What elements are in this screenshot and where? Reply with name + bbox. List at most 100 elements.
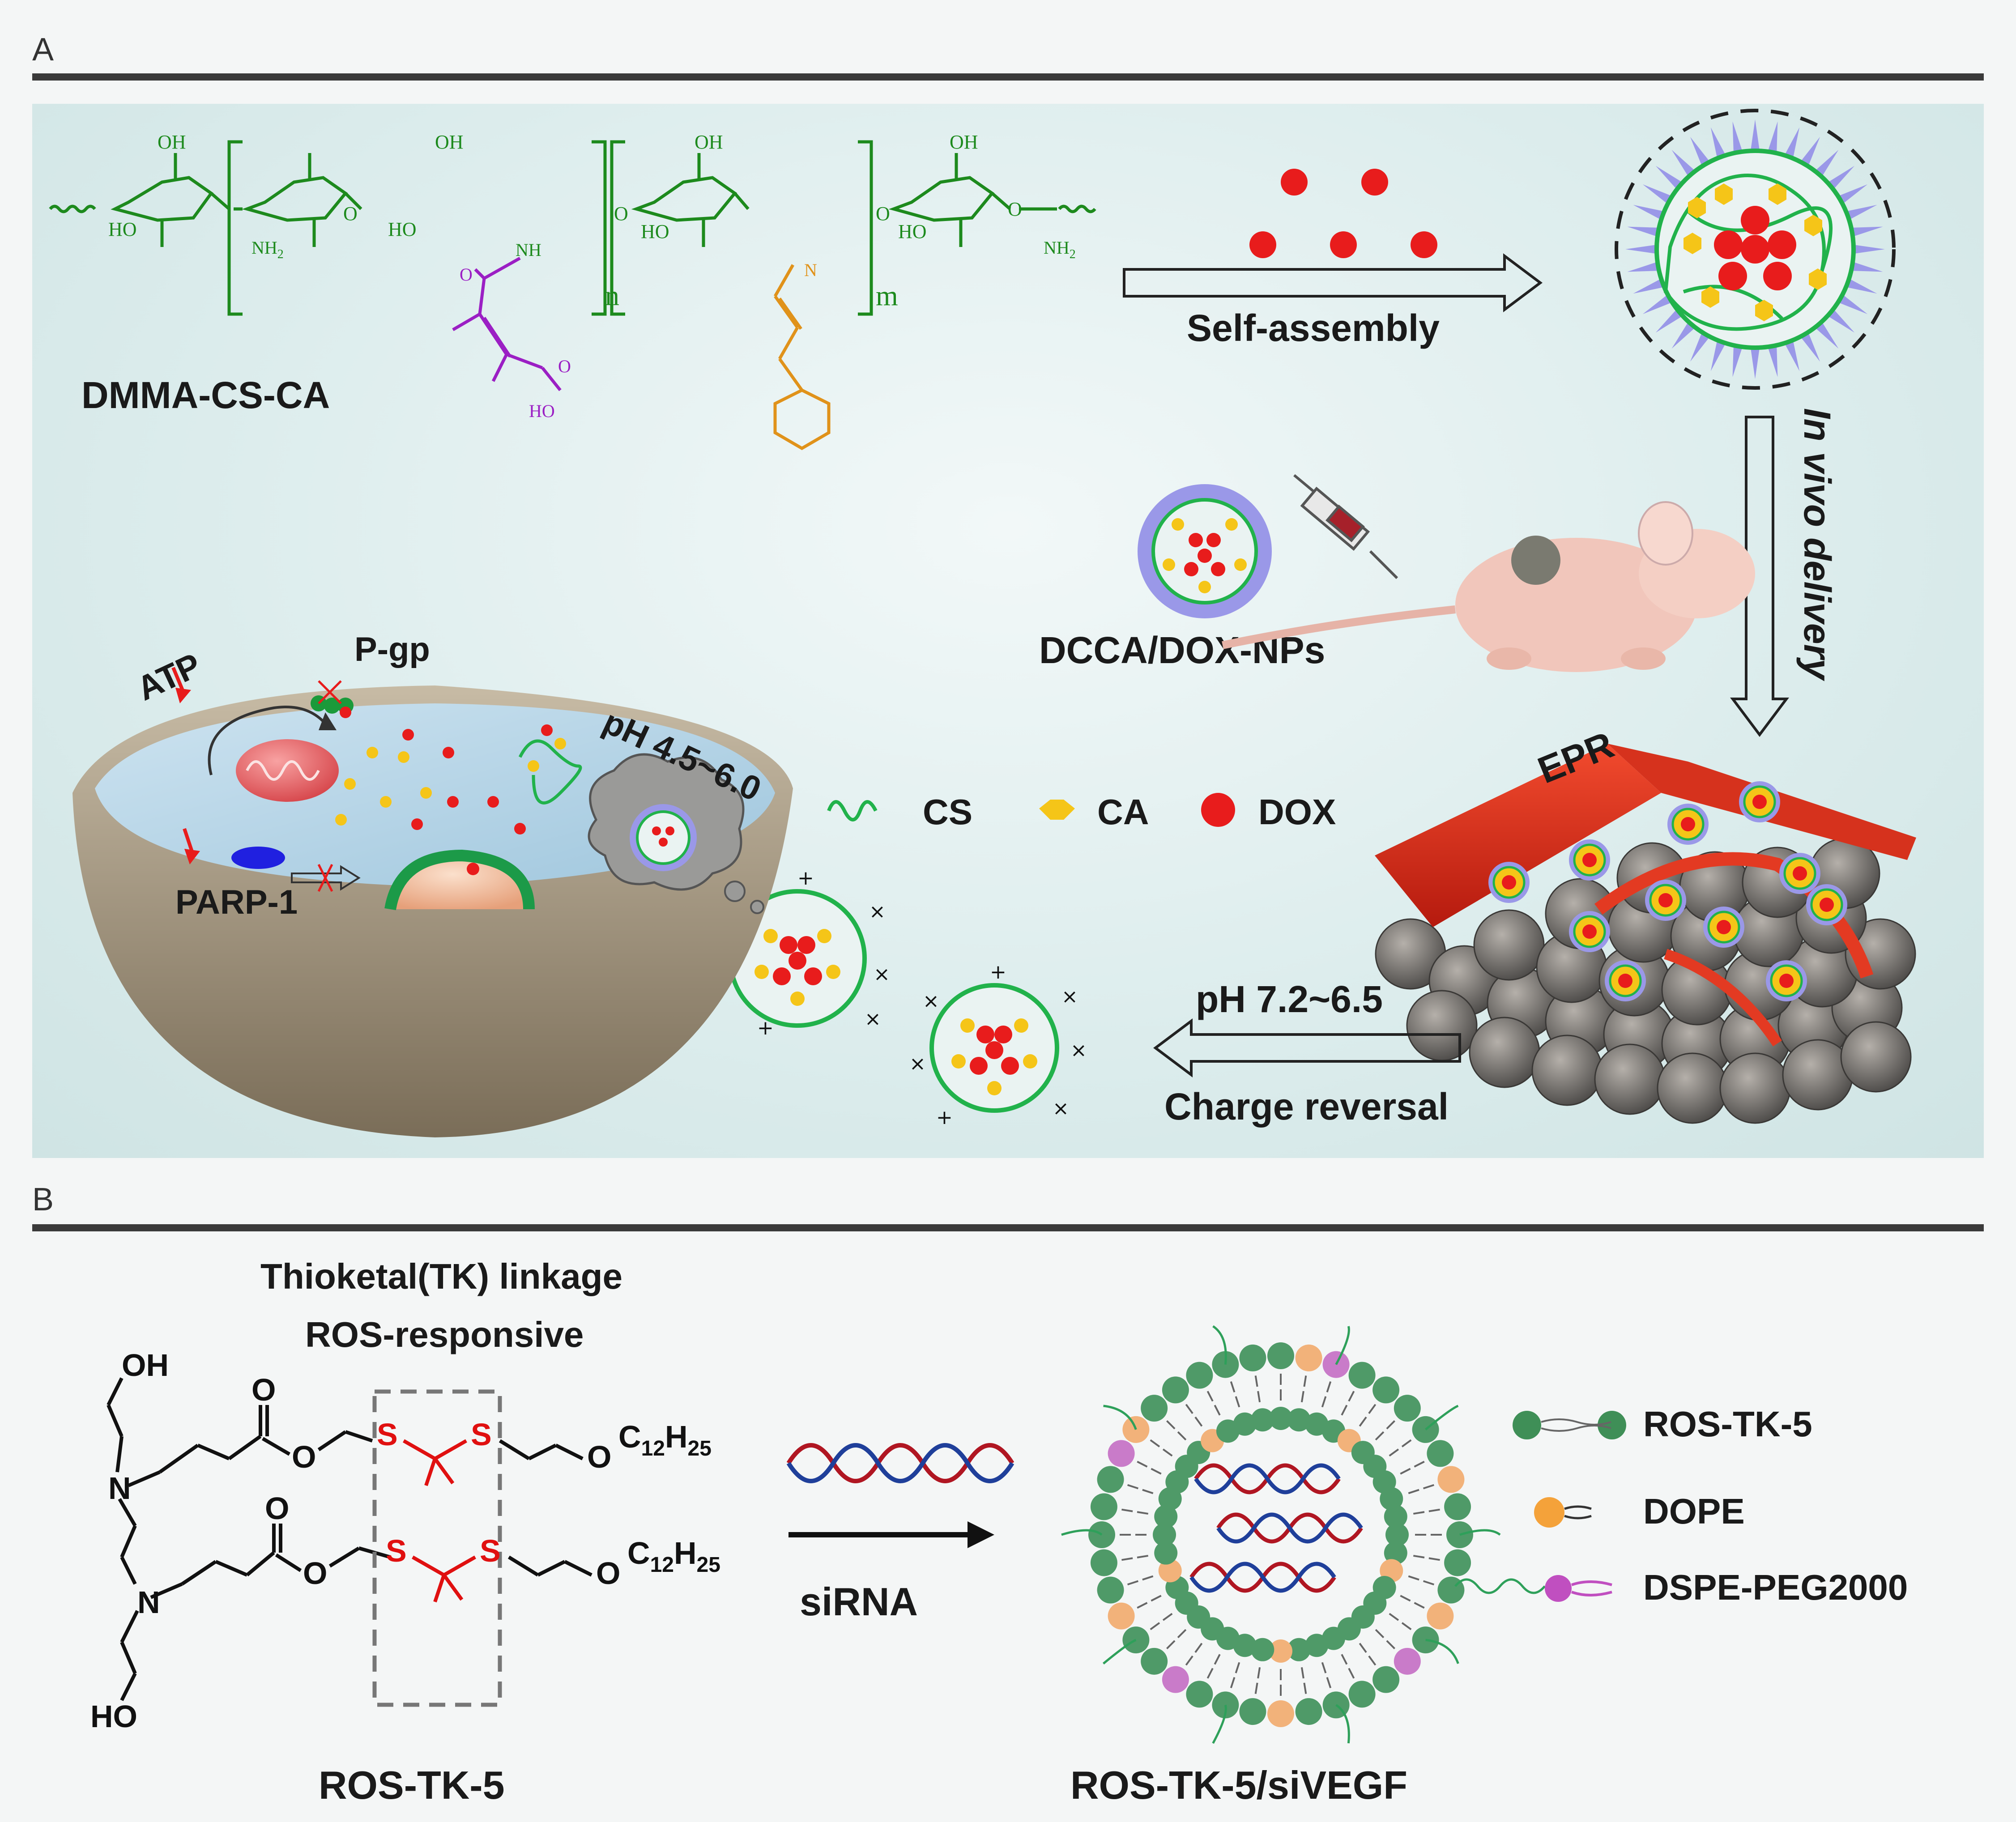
legend-cs-label: CS [923, 792, 972, 832]
svg-text:×: × [923, 990, 939, 1013]
ca-legend-icon [1039, 800, 1075, 820]
svg-text:+: + [757, 1017, 774, 1039]
svg-text:+: + [990, 961, 1006, 983]
o-label-3: O [876, 203, 890, 225]
dox-legend-icon [1201, 793, 1235, 827]
svg-text:×: × [865, 1008, 881, 1030]
legend-ros-tk5-label: ROS-TK-5 [1643, 1404, 1812, 1444]
svg-text:+: + [797, 867, 814, 890]
svg-text:×: × [1061, 985, 1078, 1008]
nanoparticle-large [1615, 109, 1896, 390]
structure-labels: OH N O O S S O C12H25 N O O S S O C12H25… [90, 1348, 720, 1734]
legend-a: CS CA DOX [827, 792, 1336, 832]
sirna-label: siRNA [800, 1579, 918, 1624]
charged-nanoparticle-1: + × × × × × + [909, 961, 1087, 1129]
svg-text:O: O [303, 1556, 327, 1591]
svg-text:S: S [377, 1417, 398, 1452]
panel-a: OH HO NH2 O OH HO NH n O OH HO N m O OH … [32, 104, 1984, 1158]
polymer-structure [49, 140, 1096, 316]
svg-text:×: × [1053, 1097, 1069, 1120]
svg-text:HO: HO [90, 1699, 137, 1734]
nanoparticle-small [1138, 484, 1272, 618]
in-vivo-delivery-arrow [1730, 416, 1789, 737]
svg-text:×: × [869, 900, 886, 923]
svg-text:HO: HO [529, 401, 555, 421]
parp-label: PARP-1 [175, 883, 298, 921]
svg-text:×: × [1070, 1039, 1087, 1062]
o-label-1: O [343, 203, 358, 225]
ho-label-3: HO [641, 221, 669, 243]
svg-text:C12H25: C12H25 [618, 1419, 712, 1460]
legend-dope-label: DOPE [1643, 1491, 1745, 1531]
legend-dspe-peg-label: DSPE-PEG2000 [1643, 1567, 1908, 1607]
panel-a-label: A [32, 32, 54, 68]
dmma-side-chain [452, 256, 562, 392]
ca-side-chain [773, 264, 831, 451]
tk-linkage-box [372, 1389, 502, 1707]
thioketal-core [403, 1439, 476, 1603]
panel-b-rule [32, 1224, 1984, 1231]
reaction-arrow [788, 1521, 994, 1548]
subscript-n: n [605, 280, 619, 311]
product-name: ROS-TK-5/siVEGF [1070, 1763, 1407, 1807]
ros-tk5-legend-icon [1513, 1411, 1626, 1439]
cs-legend-icon [827, 800, 878, 822]
ho-label-4: HO [898, 221, 927, 243]
subscript-m: m [876, 280, 898, 311]
sirna-helix-icon [786, 1443, 1014, 1483]
mouse-icon [1222, 501, 1755, 672]
ho-label-2: HO [388, 218, 417, 240]
svg-text:N: N [137, 1585, 160, 1620]
svg-text:O: O [587, 1439, 611, 1474]
svg-text:+: + [936, 1106, 953, 1129]
svg-text:×: × [909, 1052, 926, 1075]
svg-text:OH: OH [122, 1348, 169, 1383]
charged-nanoparticle-2: +×××××+ [721, 867, 890, 1039]
svg-text:O: O [292, 1439, 316, 1474]
svg-text:O: O [460, 264, 473, 285]
o-label-4: O [1008, 198, 1022, 220]
panel-b: Thioketal(TK) linkage ROS-responsive OH … [32, 1248, 1984, 1817]
dox-dots [1249, 169, 1437, 258]
ros-tk5-structure [107, 1377, 592, 1701]
backbone-labels: OH HO NH2 O OH HO NH n O OH HO N m O OH … [108, 131, 1076, 311]
legend-dox-label: DOX [1258, 792, 1336, 832]
oh-label-2: OH [435, 131, 464, 153]
self-assembly-label: Self-assembly [1187, 307, 1440, 349]
dmma-labels: O O HO [460, 264, 571, 421]
linkage-title-1: Thioketal(TK) linkage [260, 1256, 622, 1296]
svg-text:S: S [471, 1417, 492, 1452]
legend-ca-label: CA [1097, 792, 1149, 832]
svg-text:O: O [251, 1372, 276, 1407]
self-assembly-arrow [1123, 253, 1543, 312]
dspe-peg-legend-icon [1454, 1575, 1612, 1602]
svg-text:S: S [386, 1533, 407, 1568]
svg-text:C12H25: C12H25 [627, 1536, 720, 1577]
compound-name: ROS-TK-5 [319, 1763, 505, 1807]
panel-a-rule [32, 73, 1984, 81]
svg-text:S: S [480, 1533, 501, 1568]
polymer-name: DMMA-CS-CA [81, 374, 330, 416]
nh2-label-2: NH2 [1044, 238, 1076, 261]
ph-neutral-label: pH 7.2~6.5 [1196, 978, 1383, 1020]
svg-text:O: O [265, 1491, 289, 1526]
n-label: N [804, 260, 817, 280]
svg-text:×: × [874, 963, 890, 986]
tumor-tissue [1375, 744, 1916, 1124]
liposome [1061, 1325, 1501, 1744]
svg-text:N: N [108, 1471, 131, 1506]
in-vivo-delivery-label: In vivo delivery [1796, 408, 1838, 681]
svg-text:O: O [558, 356, 571, 376]
charge-reversal-arrow [1153, 1018, 1461, 1077]
nh-label: NH [516, 240, 541, 260]
o-label-2: O [614, 203, 628, 225]
panel-b-svg: Thioketal(TK) linkage ROS-responsive OH … [90, 1256, 1908, 1807]
linkage-title-2: ROS-responsive [305, 1315, 584, 1354]
syringe-icon [1293, 474, 1398, 579]
svg-text:O: O [596, 1556, 620, 1591]
oh-label-3: OH [695, 131, 723, 153]
panel-b-label: B [32, 1182, 54, 1218]
ho-label-1: HO [108, 218, 137, 240]
cell-illustration [72, 667, 793, 1137]
oh-label-4: OH [950, 131, 978, 153]
